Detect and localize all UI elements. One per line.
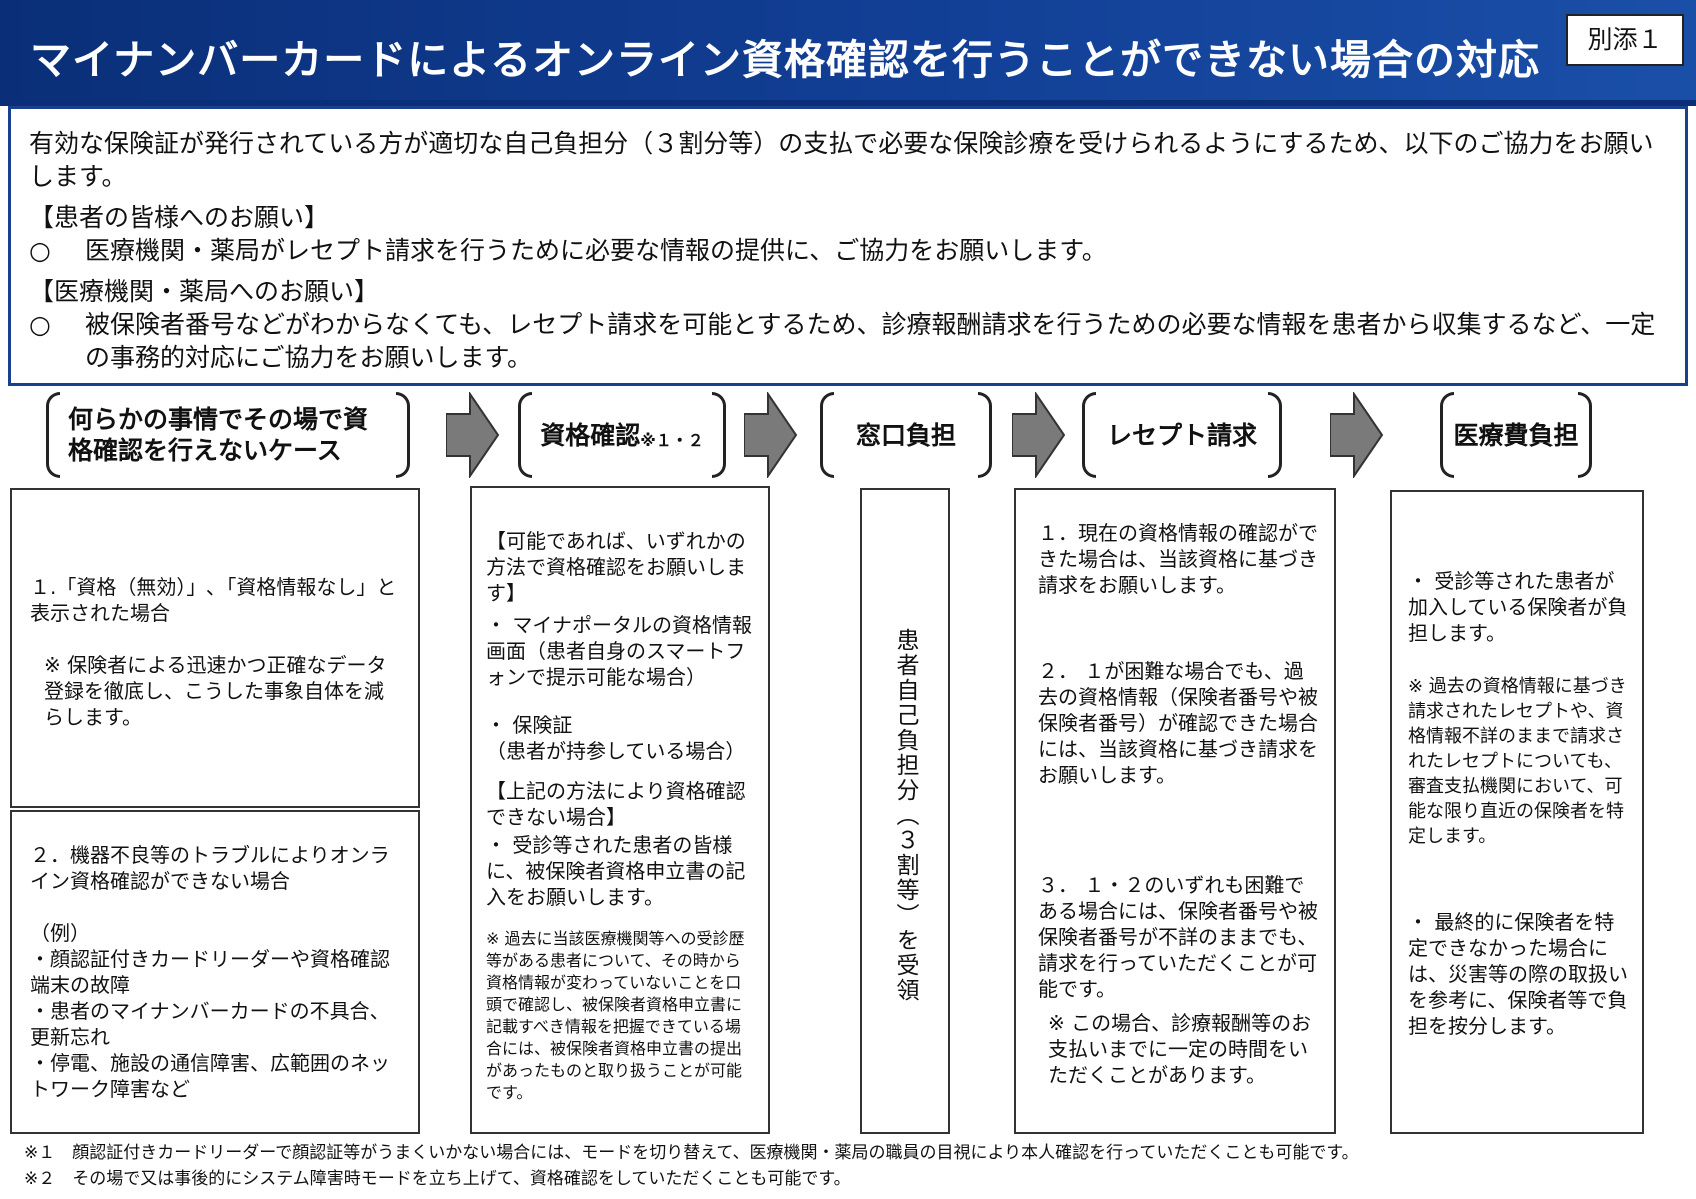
bracket-left (46, 392, 60, 478)
header-rule (0, 100, 1696, 106)
verify-note: ※ 過去に当該医療機関等への受診歴等がある患者について、その時から資格情報が変わ… (486, 929, 745, 1102)
cost-bullet-final: ・ 最終的に保険者を特定できなかった場合には、災害等の際の取扱いを参考に、保険者… (1408, 910, 1628, 1038)
step-case-label: 何らかの事情でその場で資格確認を行えないケース (68, 405, 369, 465)
receipt-box: １．現在の資格情報の確認ができた場合は、当該資格に基づき請求をお願いします。 ２… (1014, 488, 1336, 1134)
bracket-left (1082, 392, 1096, 478)
case-invalid-text: １.「資格（無効）」､「資格情報なし」と表示された場合 (30, 575, 397, 625)
verify-heading-1: 【可能であれば、いずれかの方法で資格確認をお願いします】 (486, 529, 746, 605)
patients-heading: 【患者の皆様へのお願い】 (29, 203, 330, 232)
case-trouble-item: ・顔認証付きカードリーダーや資格確認端末の故障 (30, 947, 390, 997)
bracket-right (978, 392, 992, 478)
facilities-heading: 【医療機関・薬局へのお願い】 (29, 277, 380, 306)
verify-bullet-form: ・ 受診等された患者の皆様に、被保険者資格申立書の記入をお願いします。 (486, 833, 746, 909)
circle-bullet: ○ (29, 310, 51, 339)
receipt-item-1: １．現在の資格情報の確認ができた場合は、当該資格に基づき請求をお願いします。 (1038, 521, 1318, 597)
step-header-verify: 資格確認※１・２ (518, 392, 726, 478)
step-verify-footnote-ref: ※１・２ (640, 431, 704, 450)
verify-bullet-portal: ・ マイナポータルの資格情報画面（患者自身のスマートフォンで提示可能な場合） (486, 613, 752, 689)
intro-lead: 有効な保険証が発行されている方が適切な自己負担分（３割分等）の支払で必要な保険診… (29, 129, 1654, 191)
right-arrow-icon (1330, 392, 1384, 478)
step-header-cost: 医療費負担 (1440, 392, 1592, 478)
right-arrow-icon (744, 392, 798, 478)
verify-bullet-card: ・ 保険証 (486, 713, 573, 737)
facilities-item-text: 被保険者番号などがわからなくても、レセプト請求を可能とするため、診療報酬請求を行… (85, 310, 1656, 372)
case-box-trouble: ２．機器不良等のトラブルによりオンライン資格確認ができない場合 （例） ・顔認証… (10, 810, 420, 1134)
cost-box: ・ 受診等された患者が加入している保険者が負担します。 ※ 過去の資格情報に基づ… (1390, 490, 1644, 1134)
case-invalid-note: ※ 保険者による迅速かつ正確なデータ登録を徹底し、こうした事象自体を減らします。 (44, 653, 387, 729)
footnote-2: ※２ その場で又は事後的にシステム障害時モードを立ち上げて、資格確認をしていただ… (24, 1169, 851, 1189)
case-trouble-item: ・患者のマイナンバーカードの不具合、更新忘れ (30, 999, 390, 1049)
step-header-counter: 窓口負担 (820, 392, 992, 478)
bracket-right (396, 392, 410, 478)
step-header-receipt: レセプト請求 (1082, 392, 1282, 478)
cost-bullet-insurer: ・ 受診等された患者が加入している保険者が負担します。 (1408, 569, 1628, 645)
bracket-right (1578, 392, 1592, 478)
verify-heading-2: 【上記の方法により資格確認できない場合】 (486, 779, 746, 829)
counter-vertical-text: 患者自己負担分（３割等）を受領 (892, 628, 918, 1003)
page-title: マイナンバーカードによるオンライン資格確認を行うことができない場合の対応 (30, 36, 1540, 84)
right-arrow-icon (1012, 392, 1066, 478)
receipt-item-2: ２． １が困難な場合でも、過去の資格情報（保険者番号や被保険者番号）が確認できた… (1038, 659, 1318, 787)
bracket-left (820, 392, 834, 478)
step-verify-label: 資格確認 (540, 420, 641, 450)
case-trouble-example: （例） (30, 921, 90, 945)
header-banner (0, 0, 1696, 100)
bracket-left (518, 392, 532, 478)
circle-bullet: ○ (29, 236, 51, 265)
bracket-left (1440, 392, 1454, 478)
case-box-invalid: １.「資格（無効）」､「資格情報なし」と表示された場合 ※ 保険者による迅速かつ… (10, 488, 420, 808)
patients-item: ○ 医療機関・薬局がレセプト請求を行うために必要な情報の提供に、ご協力をお願いし… (29, 234, 1669, 267)
patients-item-text: 医療機関・薬局がレセプト請求を行うために必要な情報の提供に、ご協力をお願いします… (85, 236, 1107, 265)
bracket-right (712, 392, 726, 478)
step-header-case: 何らかの事情でその場で資格確認を行えないケース (46, 392, 410, 478)
attachment-label: 別添１ (1566, 14, 1684, 66)
bracket-right (1268, 392, 1282, 478)
step-receipt-label: レセプト請求 (1106, 420, 1257, 450)
footnote-1: ※１ 顔認証付きカードリーダーで顔認証等がうまくいかない場合には、モードを切り替… (24, 1143, 1359, 1163)
case-trouble-item: ・停電、施設の通信障害、広範囲のネットワーク障害など (30, 1051, 390, 1101)
intro-box: 有効な保険証が発行されている方が適切な自己負担分（３割分等）の支払で必要な保険診… (8, 106, 1688, 386)
right-arrow-icon (446, 392, 500, 478)
verify-bullet-card-sub: （患者が持参している場合） (486, 739, 746, 763)
counter-box: 患者自己負担分（３割等）を受領 (860, 488, 950, 1134)
case-trouble-text: ２．機器不良等のトラブルによりオンライン資格確認ができない場合 (30, 843, 390, 893)
verify-box: 【可能であれば、いずれかの方法で資格確認をお願いします】 ・ マイナポータルの資… (470, 486, 770, 1134)
cost-note: ※ 過去の資格情報に基づき請求されたレセプトや、資格情報不詳のままで請求されたレ… (1408, 676, 1627, 847)
receipt-note: ※ この場合、診療報酬等のお支払いまでに一定の時間をいただくことがあります。 (1048, 1011, 1312, 1087)
facilities-item: ○ 被保険者番号などがわからなくても、レセプト請求を可能とするため、診療報酬請求… (29, 308, 1669, 374)
receipt-item-3: ３． １・２のいずれも困難である場合には、保険者番号や被保険者番号が不詳のままで… (1038, 873, 1318, 1001)
step-counter-label: 窓口負担 (855, 420, 956, 450)
step-cost-label: 医療費負担 (1453, 420, 1579, 450)
